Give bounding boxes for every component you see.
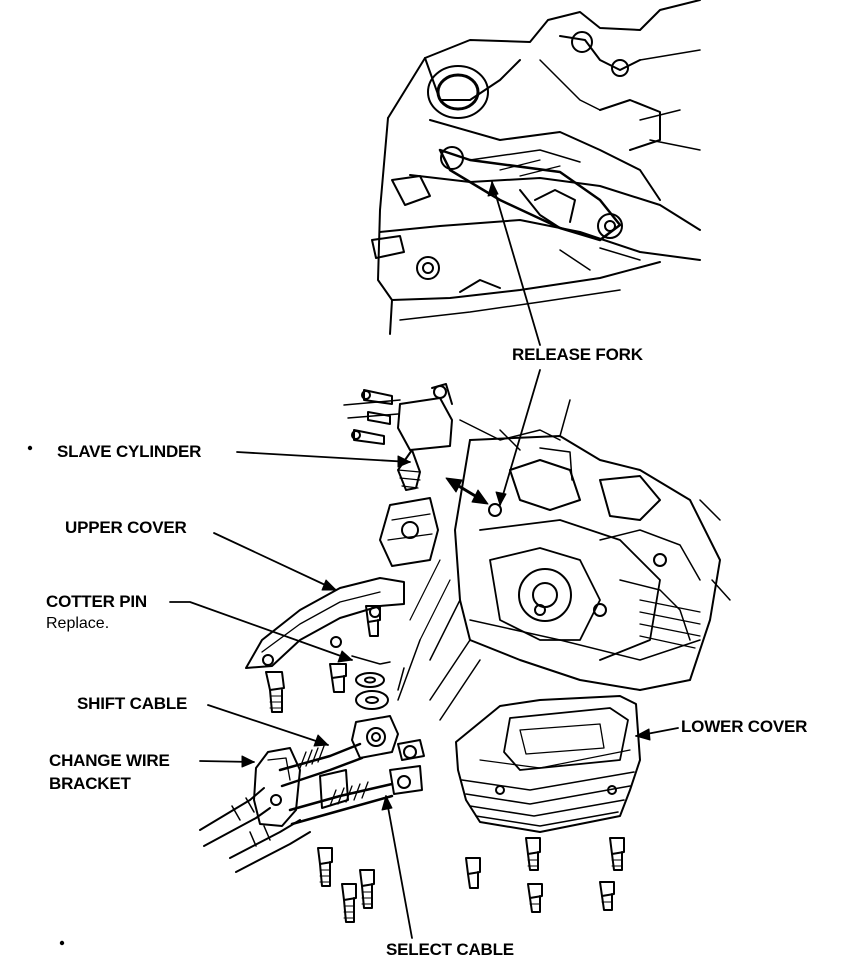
slave-cylinder-assembly — [343, 383, 561, 567]
label-lower-cover: LOWER COVER — [681, 717, 808, 736]
leader-select-cable — [385, 795, 413, 939]
label-change-wire-bracket-line2: BRACKET — [49, 774, 131, 793]
transmission-case — [429, 399, 731, 721]
lower-cover-part — [455, 695, 641, 913]
cable-linkage — [351, 559, 451, 795]
label-release-fork: RELEASE FORK — [512, 345, 643, 364]
leader-slave-cylinder — [236, 451, 411, 463]
leader-release-fork-upper — [491, 181, 541, 346]
label-cotter-pin-note: Replace. — [46, 615, 110, 632]
label-change-wire-bracket-line1: CHANGE WIRE — [49, 751, 170, 770]
label-upper-cover: UPPER COVER — [65, 518, 187, 537]
label-cotter-pin: COTTER PIN — [46, 592, 147, 611]
inset-housing — [371, 0, 701, 335]
leader-shift-cable — [207, 704, 329, 746]
label-slave-cylinder: SLAVE CYLINDER — [57, 442, 202, 461]
leader-upper-cover — [213, 532, 337, 591]
change-wire-bracket-part — [199, 742, 394, 923]
leader-cotter-pin — [169, 601, 353, 661]
label-select-cable: SELECT CABLE — [386, 940, 514, 959]
label-shift-cable: SHIFT CABLE — [77, 694, 188, 713]
upper-cover-part — [245, 577, 405, 713]
